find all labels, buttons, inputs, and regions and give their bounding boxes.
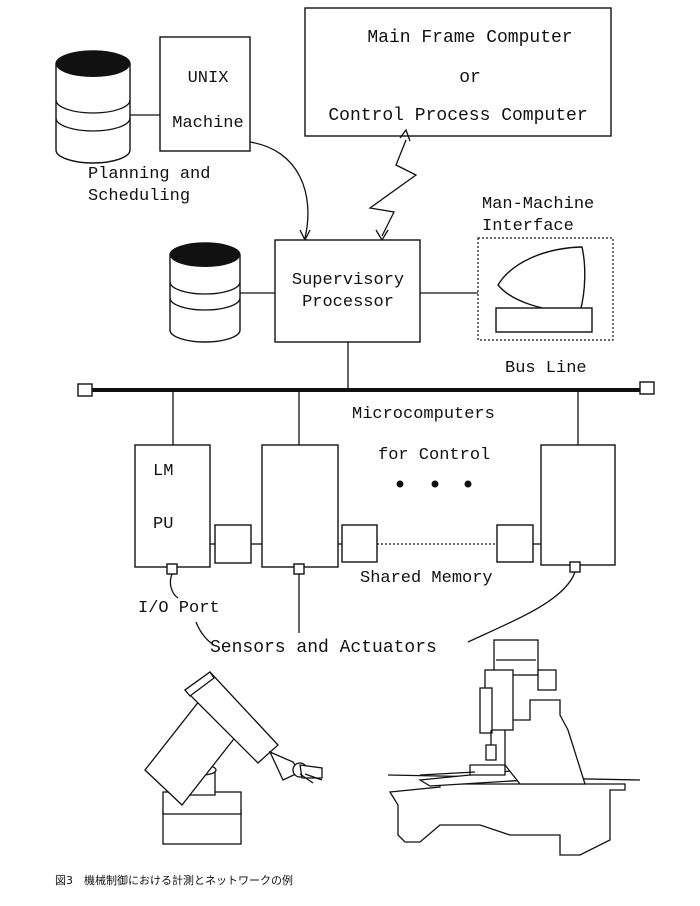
unix-label-line2: Machine (172, 114, 243, 133)
io-port-connector-2 (293, 563, 305, 575)
microcomputer-lmpu-box: LM PU (134, 444, 211, 575)
man-machine-interface-box (477, 237, 614, 341)
shared-memory-block-2 (341, 524, 378, 563)
mmi-label-line2: Interface (482, 217, 574, 236)
bus-terminator-left (77, 383, 93, 397)
mainframe-computer-box: Main Frame Computer or Control Process C… (304, 7, 612, 137)
supervisory-label-line1: Supervisory (292, 271, 404, 290)
bus-line (77, 381, 655, 397)
bus-terminator-right (639, 381, 655, 395)
microcomputers-label-line2: for Control (378, 446, 490, 465)
sensors-actuators-label: Sensors and Actuators (210, 638, 437, 658)
machine-tool-icon (387, 639, 641, 856)
planning-label-line1: Planning and (88, 165, 210, 184)
unix-label-line1: UNIX (188, 69, 229, 88)
database-cylinder-icon-supervisory (169, 242, 241, 343)
unix-machine-box: UNIX Machine (159, 36, 251, 152)
lightning-link-icon (368, 128, 418, 242)
supervisory-label-line2: Processor (302, 293, 394, 312)
io-port-label: I/O Port (138, 599, 220, 618)
mainframe-label-line2: or (459, 68, 481, 88)
unix-to-supervisory-link (249, 141, 309, 239)
io-port-connector-3 (569, 561, 581, 573)
display-screen-icon (497, 246, 586, 313)
lmpu-label-line1: LM (153, 462, 173, 481)
microcomputers-label-line1: Microcomputers (352, 405, 495, 424)
lmpu-label-line2: PU (153, 515, 173, 534)
io-port-connector (166, 563, 178, 575)
mmi-label-line1: Man-Machine (482, 195, 594, 214)
keyboard-icon (495, 307, 593, 333)
robot-arm-icon (144, 671, 323, 845)
figure-caption: 図3 機械制御における計測とネットワークの例 (55, 873, 293, 887)
mainframe-label-line3: Control Process Computer (328, 106, 587, 126)
microcomputer-box-2 (261, 444, 339, 575)
database-cylinder-icon-planning (55, 50, 131, 164)
mainframe-label-line1: Main Frame Computer (367, 28, 572, 48)
shared-memory-label: Shared Memory (360, 569, 493, 588)
supervisory-processor-box: Supervisory Processor (274, 239, 421, 343)
shared-memory-block-1 (214, 524, 252, 564)
bus-line-label: Bus Line (505, 359, 587, 378)
shared-memory-block-3 (496, 524, 534, 563)
ellipsis-dots (396, 480, 472, 488)
planning-label-line2: Scheduling (88, 187, 190, 206)
microcomputer-box-3 (540, 444, 616, 573)
